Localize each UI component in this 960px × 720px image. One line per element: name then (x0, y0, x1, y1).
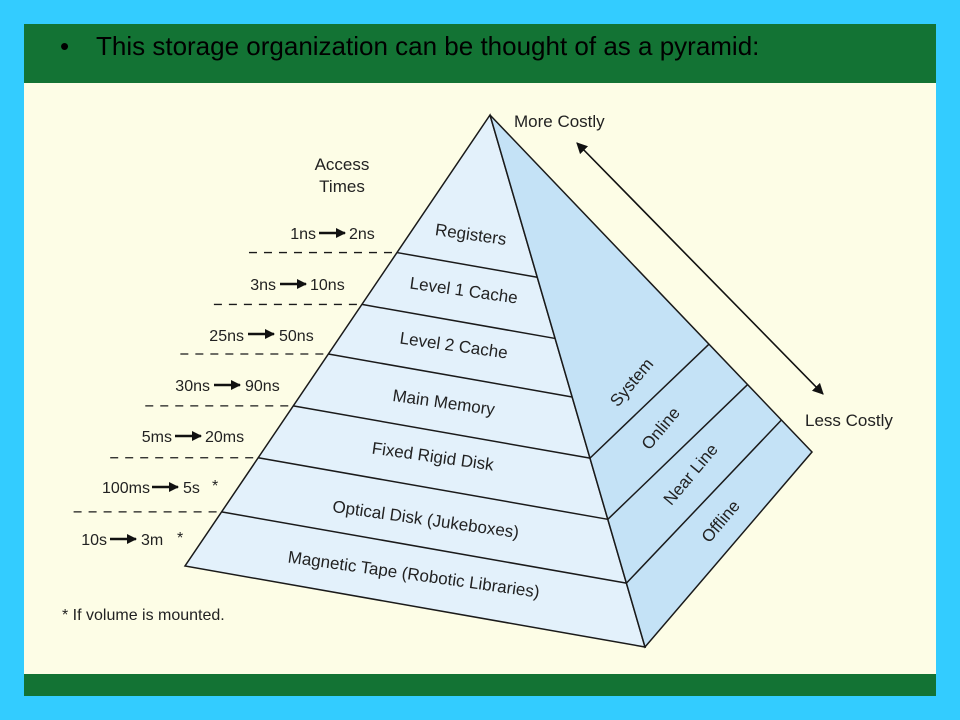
access-time-note: * (212, 478, 218, 495)
access-time-to: 50ns (279, 328, 314, 345)
access-time-from: 3ns (250, 277, 276, 294)
access-time-from: 1ns (290, 226, 316, 243)
slide-header-bar (24, 24, 936, 83)
access-time-labels: 1ns 2ns 3ns 10ns 25ns 50ns 30ns 90ns 5ms… (81, 226, 375, 549)
cost-indicator: More Costly Less Costly (514, 112, 893, 430)
less-costly-label: Less Costly (805, 411, 893, 430)
access-time-to: 10ns (310, 277, 345, 294)
access-times-heading-line-2: Times (319, 177, 365, 196)
side-divider-line (607, 384, 749, 520)
level-lines (221, 251, 627, 584)
title-bullet: • (60, 31, 70, 61)
slide-title: This storage organization can be thought… (96, 31, 760, 61)
access-time-to: 2ns (349, 226, 375, 243)
level-divider-line (396, 251, 538, 278)
footnote: * If volume is mounted. (62, 607, 225, 624)
level-divider-line (221, 511, 627, 584)
access-time-to: 20ms (205, 429, 244, 446)
access-time-to: 90ns (245, 378, 280, 395)
access-time-to: 5s (183, 480, 200, 497)
level-divider-line (361, 303, 556, 340)
access-times-heading-line-1: Access (315, 155, 370, 174)
level-divider-line (293, 405, 591, 459)
access-time-from: 25ns (209, 328, 244, 345)
more-costly-label: More Costly (514, 112, 605, 131)
access-time-from: 10s (81, 532, 107, 549)
storage-pyramid-diagram: Registers Level 1 Cache Level 2 Cache Ma… (62, 112, 893, 649)
access-time-to: 3m (141, 532, 163, 549)
level-divider-line (258, 457, 608, 521)
access-times-heading: Access Times (315, 155, 370, 196)
cost-double-arrow-icon (576, 142, 824, 395)
dashed-leaders (73, 251, 393, 513)
access-time-from: 30ns (175, 378, 210, 395)
access-time-from: 5ms (142, 429, 172, 446)
access-time-from: 100ms (102, 480, 150, 497)
slide-footer-bar (24, 674, 936, 696)
access-time-note: * (177, 530, 183, 547)
level-divider-line (328, 353, 573, 398)
side-divider-line (625, 419, 782, 584)
